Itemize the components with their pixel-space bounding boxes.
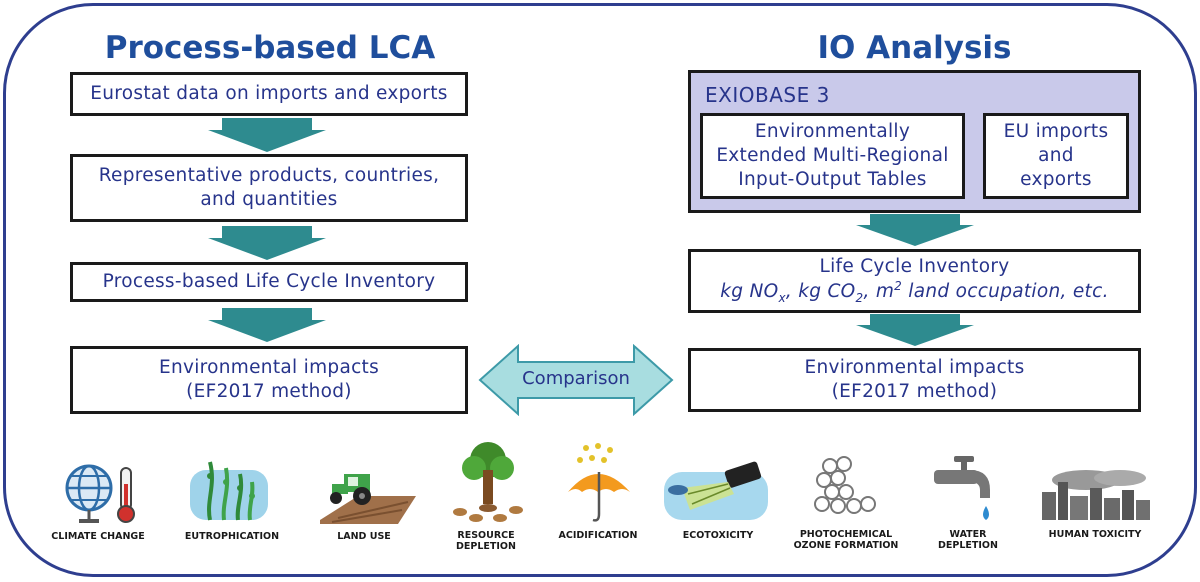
- io-lci-box: Life Cycle Inventory kg NOx, kg CO2, m2 …: [688, 249, 1141, 313]
- left-impacts-box: Environmental impacts (EF2017 method): [70, 346, 468, 414]
- eurostat-data-box: Eurostat data on imports and exports: [70, 72, 468, 116]
- exiobase-title: EXIOBASE 3: [705, 83, 830, 107]
- comparison-label: Comparison: [522, 368, 630, 389]
- representative-products-box: Representative products, countries, and …: [70, 154, 468, 222]
- eu-trade-line2: and: [1038, 144, 1074, 166]
- io-analysis-heading: IO Analysis: [817, 30, 1012, 66]
- label-photochemical-ozone: PHOTOCHEMICAL OZONE FORMATION: [793, 529, 899, 552]
- label-acidification: ACIDIFICATION: [558, 530, 638, 541]
- lci-co-text: , kg CO: [785, 281, 856, 303]
- eurostat-data-text: Eurostat data on imports and exports: [90, 82, 448, 104]
- lci-rest-text: land occupation, etc.: [902, 281, 1109, 303]
- photochemical-ozone-icon: [814, 456, 876, 514]
- down-arrow-4: [856, 214, 974, 246]
- left-impacts-line1: Environmental impacts: [158, 356, 380, 378]
- human-toxicity-icon: [1042, 470, 1150, 520]
- down-arrow-1: [208, 118, 326, 152]
- climate-change-icon: [65, 464, 135, 523]
- water-depletion-icon: [934, 456, 990, 520]
- label-ecotoxicity: ECOTOXICITY: [682, 530, 754, 541]
- label-resource-depletion: RESOURCE DEPLETION: [456, 530, 516, 553]
- eu-trade-box: EU imports and exports: [983, 113, 1129, 199]
- mrio-tables-box: Environmentally Extended Multi-Regional …: [700, 113, 965, 199]
- right-impacts-box: Environmental impacts (EF2017 method): [688, 348, 1141, 412]
- right-impacts-line2: (EF2017 method): [831, 381, 998, 402]
- land-use-icon: [320, 474, 416, 524]
- eu-trade-line1: EU imports: [1003, 120, 1109, 142]
- acidification-icon: [568, 443, 630, 522]
- label-eutrophication: EUTROPHICATION: [184, 531, 280, 542]
- label-water-depletion: WATER DEPLETION: [938, 529, 998, 552]
- label-climate-change: CLIMATE CHANGE: [51, 531, 145, 542]
- mrio-line3: Input-Output Tables: [738, 169, 927, 191]
- label-land-use: LAND USE: [337, 531, 391, 542]
- mrio-line1: Environmentally: [754, 120, 911, 142]
- ecotoxicity-icon: [664, 461, 768, 520]
- lci-sup-2: 2: [894, 279, 903, 294]
- mrio-line2: Extended Multi-Regional: [716, 144, 949, 166]
- lci-sub-2: 2: [855, 291, 864, 306]
- io-lci-units: kg NOx, kg CO2, m2 land occupation, etc.: [720, 279, 1109, 306]
- lci-no-text: kg NO: [720, 281, 779, 303]
- eutrophication-icon: [190, 461, 268, 521]
- down-arrow-3: [208, 308, 326, 342]
- right-impacts-line1: Environmental impacts: [804, 356, 1025, 378]
- eu-trade-line3: exports: [1020, 169, 1092, 191]
- io-lci-title: Life Cycle Inventory: [819, 256, 1010, 278]
- representative-products-line2: and quantities: [200, 189, 338, 210]
- process-lci-text: Process-based Life Cycle Inventory: [102, 270, 436, 292]
- lci-sub-x: x: [778, 291, 786, 306]
- down-arrow-2: [208, 226, 326, 260]
- down-arrow-5: [856, 314, 974, 346]
- lci-m-text: , m: [863, 281, 895, 303]
- label-human-toxicity: HUMAN TOXICITY: [1048, 529, 1142, 540]
- process-lca-heading: Process-based LCA: [104, 30, 436, 66]
- representative-products-line1: Representative products, countries,: [98, 164, 440, 186]
- comparison-double-arrow: [478, 344, 674, 416]
- resource-depletion-icon: [453, 442, 523, 522]
- process-lci-box: Process-based Life Cycle Inventory: [70, 262, 468, 302]
- left-impacts-line2: (EF2017 method): [186, 381, 352, 402]
